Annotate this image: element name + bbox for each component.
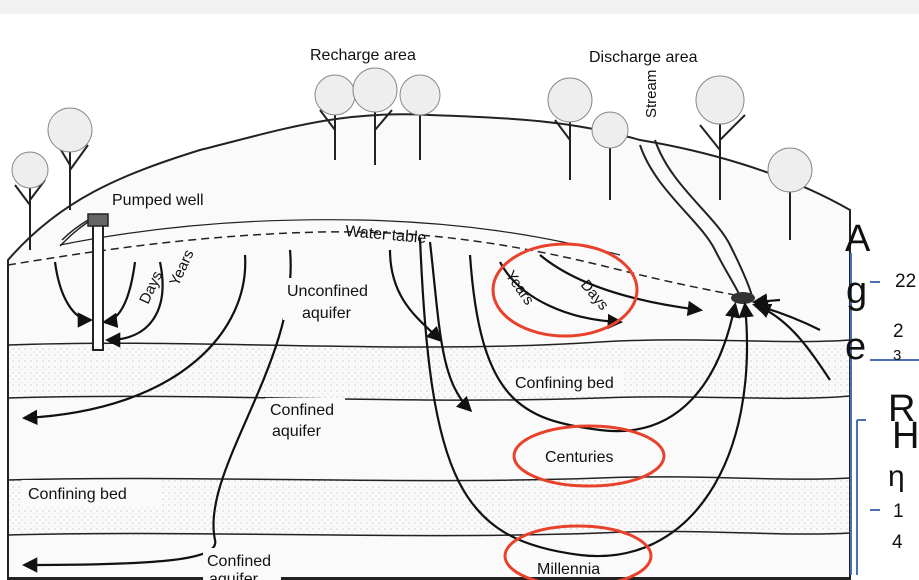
unconfined-aquifer-label-1: Unconfined	[287, 283, 368, 300]
overlay-number-1: 1	[893, 502, 904, 521]
overlay-letter-e: e	[845, 328, 866, 366]
discharge-area-label: Discharge area	[589, 49, 698, 66]
overlay-number-22: 22	[895, 272, 916, 291]
stream-label: Stream	[643, 70, 660, 118]
overlay-letter-a: A	[845, 220, 870, 258]
confined-aquifer-1-label-1: Confined	[270, 402, 334, 419]
overlay-number-2: 2	[893, 322, 904, 341]
confining-bed-lower-label: Confining bed	[28, 486, 127, 503]
millennia-label: Millennia	[537, 561, 600, 578]
confined-aquifer-2-label-1: Confined	[207, 553, 271, 570]
unconfined-aquifer-label-2: aquifer	[302, 305, 352, 322]
centuries-label: Centuries	[545, 449, 613, 466]
recharge-area-label: Recharge area	[310, 47, 416, 64]
overlay-letter-g: g	[846, 272, 867, 310]
confining-bed-upper-label: Confining bed	[515, 375, 614, 392]
pumped-well-label: Pumped well	[112, 192, 204, 209]
overlay-letter-h: H	[892, 417, 919, 455]
overlay-number-4: 4	[892, 533, 903, 552]
stream-outlet	[731, 292, 755, 304]
confined-aquifer-2-label-2: aquifer	[209, 571, 259, 580]
overlay-letter-eta: η	[888, 462, 905, 492]
overlay-number-3: 3	[893, 348, 901, 363]
tree-icon	[48, 108, 92, 210]
confined-aquifer-1-label-2: aquifer	[272, 423, 322, 440]
